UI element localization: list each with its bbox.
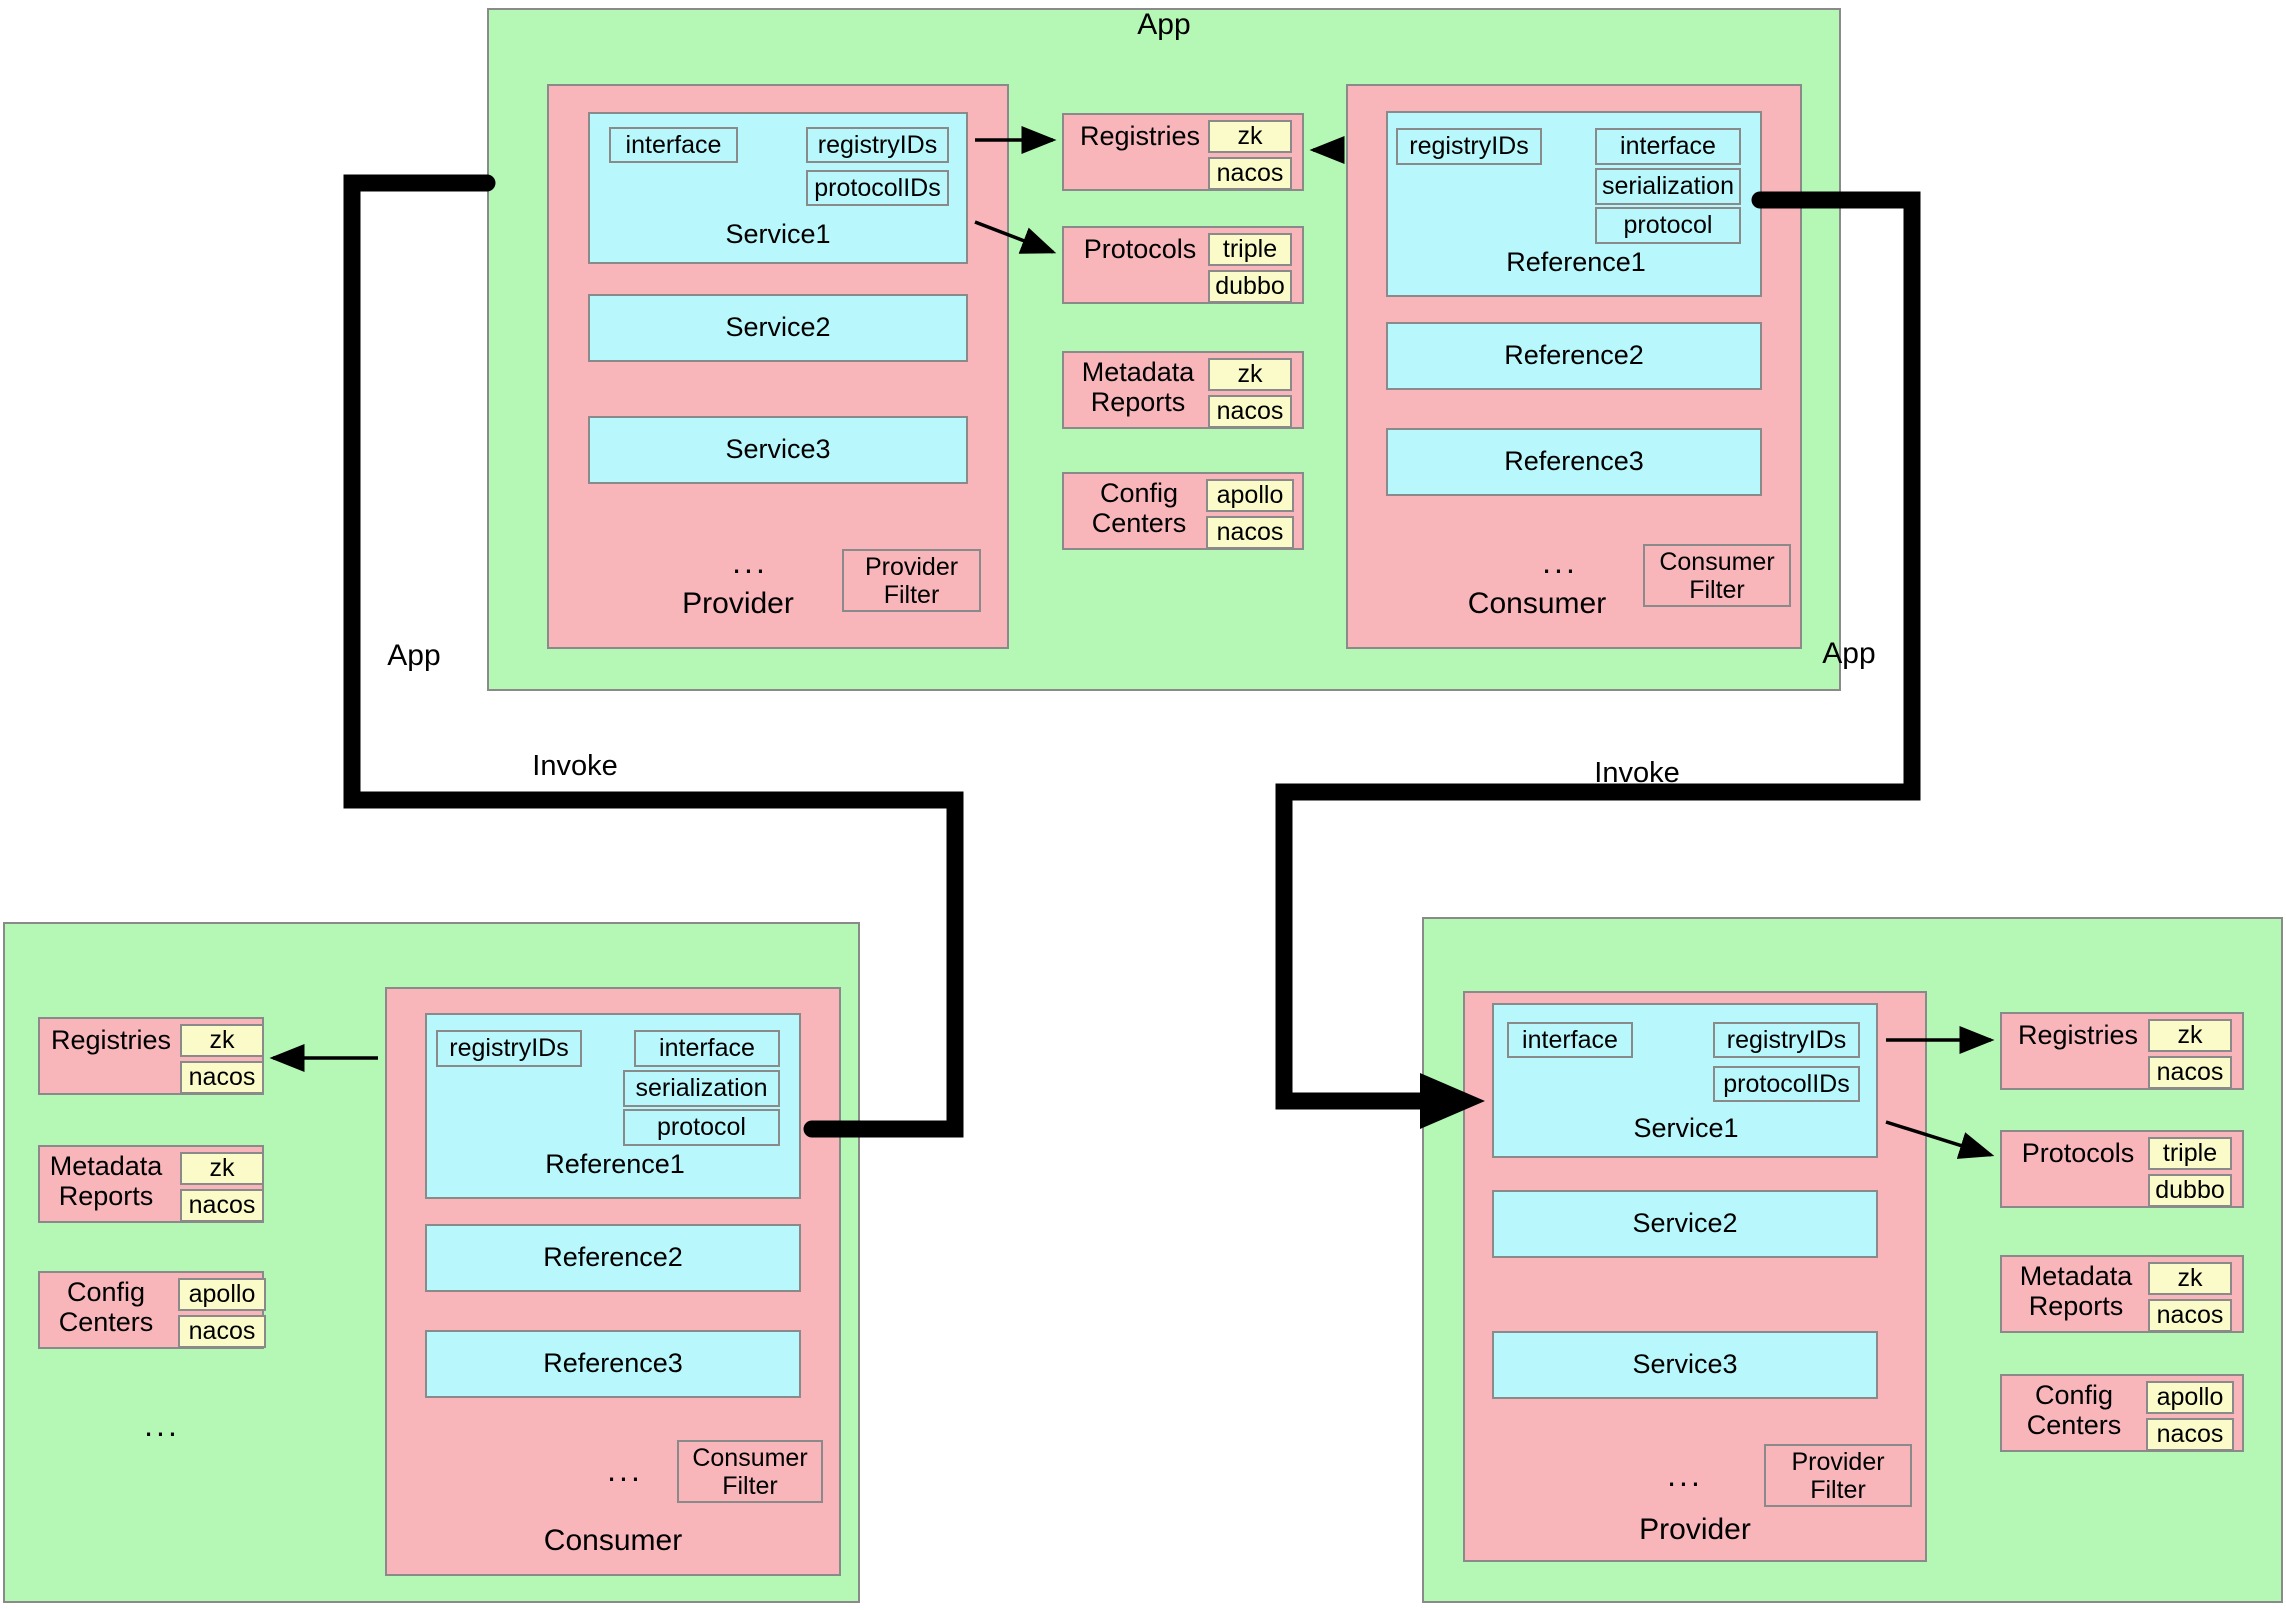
infra-registries-value-nacos-bottom-left: nacos: [180, 1061, 264, 1094]
reference2-label-top: Reference2: [1504, 340, 1644, 371]
provider-ellipsis-top: ...: [732, 544, 768, 580]
infra-registries-value-nacos-bottom-right: nacos: [2148, 1056, 2232, 1089]
infra-config-centers-value-nacos-bottom-right: nacos: [2146, 1418, 2234, 1451]
reference1-label-top: Reference1: [1506, 247, 1646, 277]
reference2-box-bottom-left: Reference2: [425, 1224, 801, 1292]
reference2-box-top: Reference2: [1386, 322, 1762, 390]
infra-config-centers-value-apollo-bottom-right: apollo: [2146, 1381, 2234, 1414]
service1-attr-protocolids-bottom-right: protocolIDs: [1713, 1066, 1860, 1102]
infra-metadata-reports-label-top: Metadata Reports: [1081, 357, 1195, 417]
provider-filter-top: Provider Filter: [842, 549, 981, 612]
service3-label-top: Service3: [725, 434, 831, 465]
consumer-filter-label-bottom-left: Consumer Filter: [692, 1443, 808, 1500]
infra-metadata-reports-label-bottom-left: Metadata Reports: [49, 1151, 163, 1211]
reference1-label-bottom-left: Reference1: [545, 1149, 685, 1179]
infra-metadata-reports-value-zk-bottom-left: zk: [180, 1152, 264, 1185]
infra-metadata-reports-value-zk-bottom-right: zk: [2148, 1262, 2232, 1295]
infra-protocols-label-bottom-right: Protocols: [2021, 1138, 2135, 1168]
consumer-label-bottom-left: Consumer: [543, 1524, 683, 1557]
infra-config-centers-label-bottom-left: Config Centers: [58, 1277, 154, 1337]
infra-config-centers-value-nacos-top: nacos: [1206, 516, 1294, 549]
service3-box-bottom-right: Service3: [1492, 1331, 1878, 1399]
service1-label-bottom-right: Service1: [1633, 1113, 1739, 1143]
service1-attr-protocolids-top: protocolIDs: [806, 170, 949, 206]
reference1-attr-interface-top: interface: [1595, 128, 1741, 165]
infra-protocols-value-dubbo-top: dubbo: [1208, 270, 1292, 303]
consumer-ellipsis-bottom-left: ...: [607, 1452, 643, 1488]
service1-attr-registryids-top: registryIDs: [806, 127, 949, 163]
infra-registries-value-zk-top: zk: [1208, 120, 1292, 153]
infra-config-centers-value-apollo-top: apollo: [1206, 479, 1294, 512]
service2-label-bottom-right: Service2: [1632, 1208, 1738, 1239]
infra-config-centers-value-nacos-bottom-left: nacos: [178, 1315, 266, 1348]
infra-registries-label-bottom-left: Registries: [50, 1025, 172, 1055]
reference3-label-bottom-left: Reference3: [543, 1348, 683, 1379]
reference1-attr-protocol-top: protocol: [1595, 207, 1741, 244]
provider-filter-label-bottom-right: Provider Filter: [1791, 1447, 1885, 1504]
service3-label-bottom-right: Service3: [1632, 1349, 1738, 1380]
infra-registries-value-nacos-top: nacos: [1208, 157, 1292, 190]
app-title-top: App: [1137, 8, 1191, 41]
infra-protocols-value-triple-bottom-right: triple: [2148, 1137, 2232, 1170]
service1-attr-interface-bottom-right: interface: [1507, 1022, 1633, 1058]
reference1-attr-serialization-bottom-left: serialization: [623, 1070, 780, 1107]
infra-config-centers-label-bottom-right: Config Centers: [2026, 1380, 2122, 1440]
consumer-ellipsis-top: ...: [1542, 544, 1578, 580]
infra-registries-value-zk-bottom-right: zk: [2148, 1019, 2232, 1052]
service1-attr-registryids-bottom-right: registryIDs: [1713, 1022, 1860, 1058]
service2-label-top: Service2: [725, 312, 831, 343]
infra-metadata-reports-value-nacos-top: nacos: [1208, 395, 1292, 428]
reference1-attr-registryids-top: registryIDs: [1396, 128, 1542, 165]
reference1-attr-registryids-bottom-left: registryIDs: [436, 1030, 582, 1067]
provider-label-bottom-right: Provider: [1639, 1513, 1751, 1546]
infra-metadata-reports-label-bottom-right: Metadata Reports: [2019, 1261, 2133, 1321]
infra-metadata-reports-value-nacos-bottom-left: nacos: [180, 1189, 264, 1222]
reference3-box-bottom-left: Reference3: [425, 1330, 801, 1398]
service2-box-bottom-right: Service2: [1492, 1190, 1878, 1258]
app-title-bottom-right: App: [1822, 637, 1876, 670]
reference2-label-bottom-left: Reference2: [543, 1242, 683, 1273]
invoke-label-left: Invoke: [532, 750, 617, 782]
provider-ellipsis-bottom-right: ...: [1667, 1457, 1703, 1493]
infra-registries-label-bottom-right: Registries: [2017, 1020, 2139, 1050]
infra-ellipsis-bottom-left: ...: [144, 1407, 180, 1443]
reference1-attr-serialization-top: serialization: [1595, 168, 1741, 205]
infra-protocols-value-triple-top: triple: [1208, 233, 1292, 266]
reference3-label-top: Reference3: [1504, 446, 1644, 477]
infra-config-centers-label-top: Config Centers: [1091, 478, 1187, 538]
provider-filter-label: Provider Filter: [864, 552, 959, 609]
consumer-filter-bottom-left: Consumer Filter: [677, 1440, 823, 1503]
infra-metadata-reports-value-zk-top: zk: [1208, 358, 1292, 391]
infra-registries-value-zk-bottom-left: zk: [180, 1024, 264, 1057]
service2-box-top: Service2: [588, 294, 968, 362]
consumer-label-top: Consumer: [1467, 587, 1607, 620]
consumer-filter-label: Consumer Filter: [1659, 547, 1775, 604]
infra-config-centers-value-apollo-bottom-left: apollo: [178, 1278, 266, 1311]
service1-attr-interface-top: interface: [609, 127, 738, 163]
reference1-attr-interface-bottom-left: interface: [634, 1030, 780, 1067]
provider-filter-bottom-right: Provider Filter: [1764, 1444, 1912, 1507]
infra-registries-label-top: Registries: [1079, 121, 1201, 151]
provider-label-top: Provider: [682, 587, 794, 620]
infra-protocols-value-dubbo-bottom-right: dubbo: [2148, 1174, 2232, 1207]
reference1-attr-protocol-bottom-left: protocol: [623, 1109, 780, 1146]
reference3-box-top: Reference3: [1386, 428, 1762, 496]
consumer-filter-top: Consumer Filter: [1643, 544, 1791, 607]
app-title-bottom-left: App: [387, 639, 441, 672]
service1-label-top: Service1: [725, 219, 831, 249]
service3-box-top: Service3: [588, 416, 968, 484]
invoke-label-right: Invoke: [1594, 757, 1679, 789]
infra-metadata-reports-value-nacos-bottom-right: nacos: [2148, 1299, 2232, 1332]
infra-protocols-label-top: Protocols: [1083, 234, 1197, 264]
